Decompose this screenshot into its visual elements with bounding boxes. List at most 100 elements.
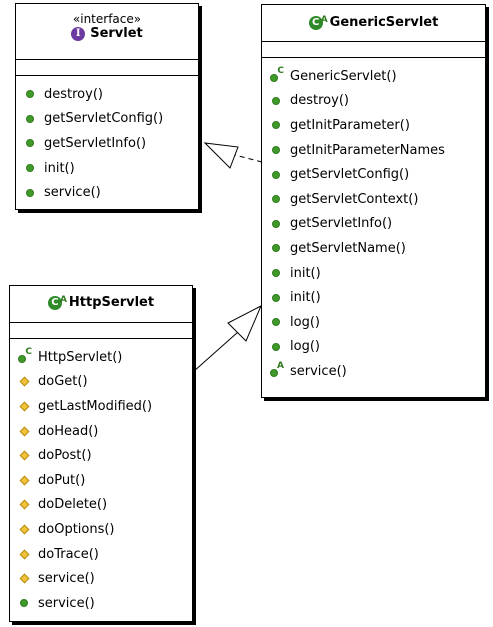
protected-method-icon — [19, 573, 29, 584]
method-name: doOptions() — [38, 521, 115, 537]
constructor-icon: C — [18, 347, 32, 364]
constructor-icon: C — [270, 66, 284, 83]
genericservlet-methods: C GenericServlet() destroy() getInitParam… — [262, 58, 485, 384]
public-method-icon — [272, 244, 280, 253]
method-row[interactable]: doPut() — [10, 468, 192, 493]
genericservlet-attributes-section — [262, 42, 485, 58]
method-row[interactable]: doPost() — [10, 443, 192, 468]
genericservlet-class-name: GenericServlet — [329, 15, 439, 30]
public-method-icon — [272, 342, 280, 351]
method-name: log() — [290, 314, 320, 330]
method-row[interactable]: init() — [262, 261, 485, 286]
method-row[interactable]: doHead() — [10, 419, 192, 444]
public-method-icon — [272, 293, 280, 302]
method-row[interactable]: getServletConfig() — [262, 162, 485, 187]
method-row[interactable]: doGet() — [10, 370, 192, 395]
interface-icon: I — [71, 27, 86, 41]
protected-method-icon — [19, 426, 29, 437]
method-row[interactable]: service() — [10, 591, 192, 616]
public-method-icon — [20, 599, 28, 608]
method-name: doPut() — [38, 472, 86, 488]
method-row[interactable]: getInitParameter() — [262, 113, 485, 138]
method-row[interactable]: log() — [262, 310, 485, 335]
method-row[interactable]: getServletInfo() — [16, 131, 198, 156]
method-name: GenericServlet() — [290, 68, 397, 84]
method-name: doTrace() — [38, 546, 99, 562]
method-name: doHead() — [38, 423, 99, 439]
public-method-icon — [26, 139, 34, 148]
protected-method-icon — [19, 524, 29, 535]
method-name: getInitParameter() — [290, 117, 410, 133]
public-method-icon — [272, 195, 280, 204]
method-name: service() — [38, 595, 95, 611]
method-name: init() — [44, 160, 75, 176]
protected-method-icon — [19, 475, 29, 486]
method-name: getLastModified() — [38, 398, 153, 414]
method-name: doDelete() — [38, 497, 108, 513]
method-row[interactable]: getInitParameterNames — [262, 138, 485, 163]
method-name: doGet() — [38, 374, 88, 390]
generalization-arrowhead — [227, 304, 263, 342]
generalization-line — [192, 331, 239, 373]
abstract-method-icon: A — [270, 361, 284, 378]
method-name: init() — [290, 290, 321, 306]
method-row[interactable]: getLastModified() — [10, 394, 192, 419]
servlet-header: «interface» I Servlet — [16, 4, 198, 60]
method-name: getServletInfo() — [290, 216, 393, 232]
method-name: service() — [290, 363, 347, 379]
httpservlet-class-name: HttpServlet — [68, 295, 155, 310]
method-name: getServletName() — [290, 240, 406, 256]
httpservlet-attributes-section — [10, 323, 192, 339]
method-name: destroy() — [290, 93, 349, 109]
protected-method-icon — [19, 450, 29, 461]
method-row[interactable]: getServletContext() — [262, 187, 485, 212]
method-row[interactable]: doDelete() — [10, 493, 192, 518]
method-row[interactable]: service() — [10, 566, 192, 591]
public-method-icon — [272, 96, 280, 105]
method-row[interactable]: init() — [16, 156, 198, 181]
public-method-icon — [272, 219, 280, 228]
public-method-icon — [26, 114, 34, 123]
servlet-interface-box[interactable]: «interface» I Servlet destroy() getServl… — [15, 3, 199, 210]
method-row[interactable]: doTrace() — [10, 542, 192, 567]
servlet-class-name: Servlet — [90, 26, 143, 41]
public-method-icon — [26, 164, 34, 173]
public-method-icon — [26, 188, 34, 197]
public-method-icon — [26, 90, 34, 99]
method-row[interactable]: init() — [262, 285, 485, 310]
protected-method-icon — [19, 401, 29, 412]
method-row[interactable]: destroy() — [16, 82, 198, 107]
servlet-stereotype: «interface» — [72, 12, 142, 26]
realization-line — [234, 154, 263, 163]
method-row[interactable]: doOptions() — [10, 517, 192, 542]
protected-method-icon — [19, 376, 29, 387]
method-name: getServletInfo() — [44, 135, 147, 151]
realization-arrowhead — [203, 142, 239, 169]
public-method-icon — [272, 146, 280, 155]
method-row[interactable]: destroy() — [262, 89, 485, 114]
method-row[interactable]: log() — [262, 335, 485, 360]
method-name: service() — [38, 571, 95, 587]
public-method-icon — [272, 170, 280, 179]
method-row[interactable]: C GenericServlet() — [262, 64, 485, 89]
public-method-icon — [272, 318, 280, 327]
method-row[interactable]: getServletConfig() — [16, 107, 198, 132]
method-row[interactable]: getServletInfo() — [262, 212, 485, 237]
method-name: getServletConfig() — [44, 111, 164, 127]
protected-method-icon — [19, 499, 29, 510]
method-row[interactable]: service() — [16, 180, 198, 205]
method-row[interactable]: getServletName() — [262, 236, 485, 261]
method-name: getServletContext() — [290, 191, 419, 207]
public-method-icon — [272, 269, 280, 278]
method-name: destroy() — [44, 86, 103, 102]
